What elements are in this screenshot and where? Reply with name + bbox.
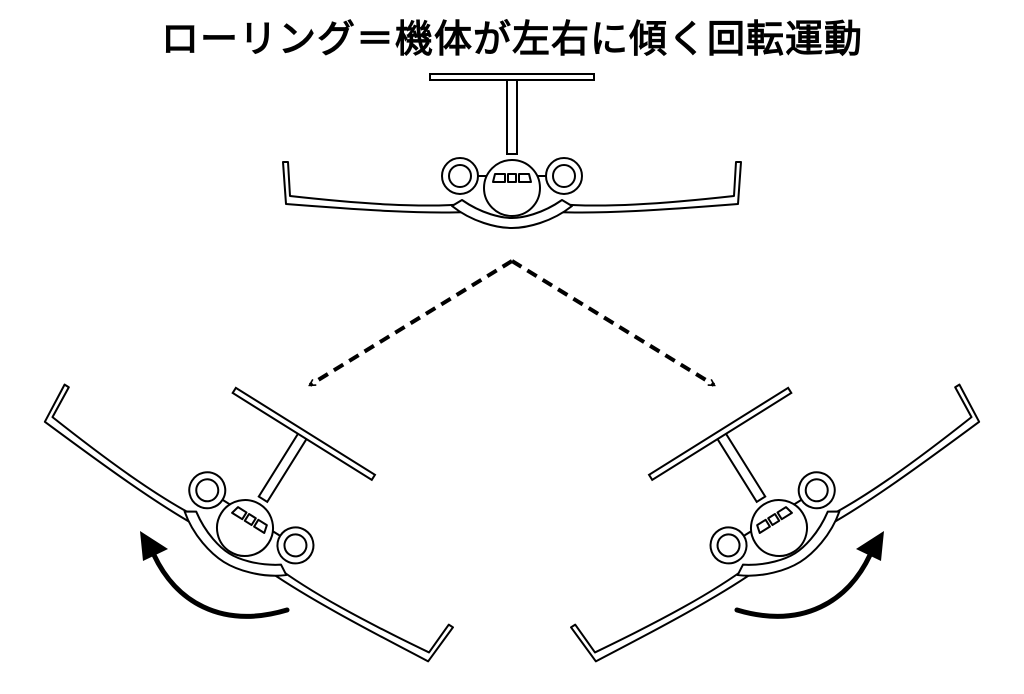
airplane-level: [282, 73, 742, 229]
airplane-roll-left: [28, 308, 501, 685]
curved-roll-arrow-left-icon: [151, 552, 290, 619]
curved-roll-arrow-left-head-icon: [140, 531, 168, 561]
dashed-arrow-right-icon: [510, 259, 714, 387]
curved-roll-arrow-right-icon: [734, 552, 873, 619]
curved-roll-arrow-right-head-icon: [856, 531, 884, 561]
airplane-roll-right: [523, 308, 996, 685]
dashed-arrow-left-icon: [310, 259, 514, 387]
diagram-title: ローリング＝機体が左右に傾く回転運動: [160, 17, 863, 61]
